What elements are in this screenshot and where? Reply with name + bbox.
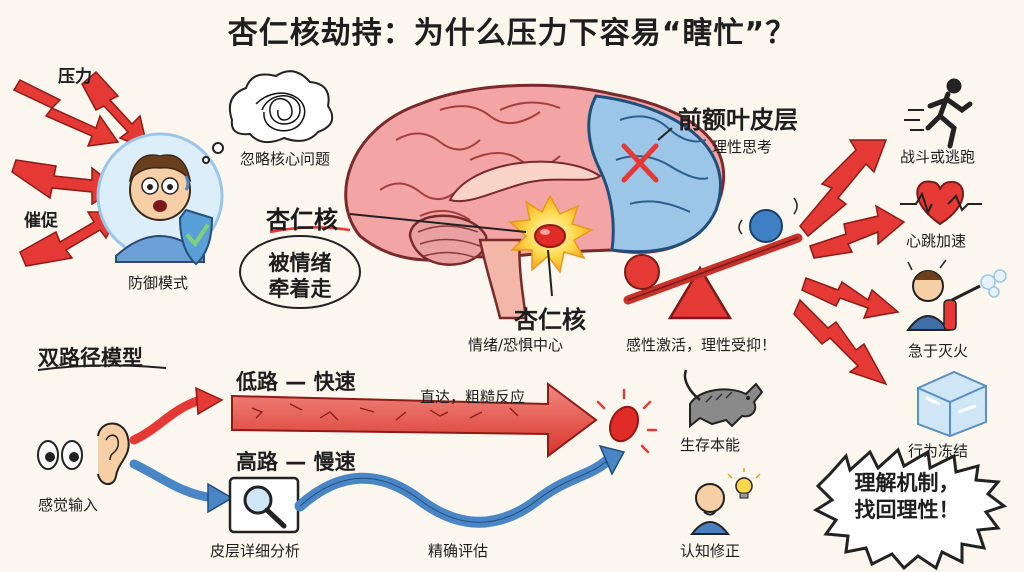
urge-label: 催促: [24, 211, 58, 231]
eyes-icon: [37, 440, 83, 470]
survival-instinct-label: 生存本能: [680, 436, 741, 454]
response-freeze: 行为冻结: [908, 442, 969, 460]
brainstem: [478, 238, 528, 320]
led-by-emotion-oval: [239, 235, 361, 309]
rational-thinking-label: 理性思考: [712, 138, 773, 156]
page-title: 杏仁核劫持：为什么压力下容易“瞎忙”？: [227, 16, 797, 51]
high-road-label: 高路 — 慢速: [236, 450, 356, 474]
thinking-person-icon: [689, 483, 731, 535]
prefrontal-cortex-label: 前额叶皮层: [678, 106, 798, 134]
dual-path-heading: 双路径模型: [38, 346, 143, 370]
seesaw: [623, 197, 803, 320]
leader-lines: [349, 127, 673, 297]
amygdala-icon: [534, 224, 566, 248]
response-firefighting: 急于灭火: [908, 342, 969, 360]
low-road-description: 直达，粗糙反应: [420, 388, 526, 406]
led-by-emotion-line-1: 被情绪: [268, 251, 332, 275]
response-heart-racing: 心跳加速: [906, 232, 967, 250]
pressure-label: 压力: [58, 67, 92, 87]
ice-cube-icon: [917, 370, 987, 438]
low-road-arrow-start: [129, 395, 205, 445]
prefrontal-region: [587, 94, 722, 254]
high-road-wave-outline: [299, 459, 609, 523]
emotion-fear-center-label: 情绪/恐惧中心: [468, 336, 564, 354]
target-amygdala: [596, 388, 658, 454]
cognitive-correction-label: 认知修正: [680, 542, 741, 560]
amygdala-left-label: 杏仁核: [266, 206, 338, 234]
ignore-core-issue-label: 忽略核心问题: [240, 150, 331, 168]
led-by-emotion-label: 被情绪 牵着走: [262, 250, 338, 302]
corpus-callosum: [448, 160, 602, 203]
target-amygdala-icon: [608, 405, 640, 443]
amygdala-underline: [269, 226, 351, 234]
lightbulb-icon: [727, 468, 761, 499]
low-road-pipe: [231, 382, 598, 458]
cortex-analysis-label: 皮层详细分析: [210, 542, 301, 560]
amygdala-burst: [508, 194, 594, 274]
prefrontal-x-icon: [621, 143, 659, 183]
stress-arrow-top: [12, 79, 120, 147]
running-person-icon: [904, 78, 973, 149]
takeaway-line-1: 理解机制，: [854, 471, 960, 495]
high-road-arrow-start: [129, 459, 219, 503]
seesaw-caption: 感性激活，理性受抑！: [626, 336, 777, 354]
heart-icon: [900, 180, 982, 226]
brain: [344, 83, 726, 320]
response-fight-or-flight: 战斗或逃跑: [900, 148, 976, 166]
stress-arrows: [11, 70, 150, 267]
sensory-input-label: 感觉输入: [38, 496, 99, 514]
dual-path-underline: [37, 364, 167, 371]
firefighter-icon: [906, 259, 1007, 331]
defense-mode-label: 防御模式: [128, 274, 189, 292]
takeaway-badge: 理解机制， 找回理性！: [822, 470, 992, 524]
thought-cloud: [202, 70, 334, 164]
emotion-ball: [624, 254, 660, 290]
takeaway-line-2: 找回理性！: [854, 498, 960, 522]
ear-icon: [97, 422, 130, 485]
amygdala-bottom-label: 杏仁核: [514, 306, 586, 334]
magnifier-box: [228, 476, 300, 534]
reason-ball: [749, 209, 783, 243]
cat-icon: [683, 369, 764, 429]
response-arrows: [793, 139, 906, 386]
led-by-emotion-line-2: 牵着走: [268, 277, 332, 301]
takeaway-starburst: [812, 447, 1008, 571]
accurate-assessment-label: 精确评估: [428, 542, 489, 560]
low-road-label: 低路 — 快速: [236, 370, 356, 394]
shield-icon: [178, 208, 214, 266]
